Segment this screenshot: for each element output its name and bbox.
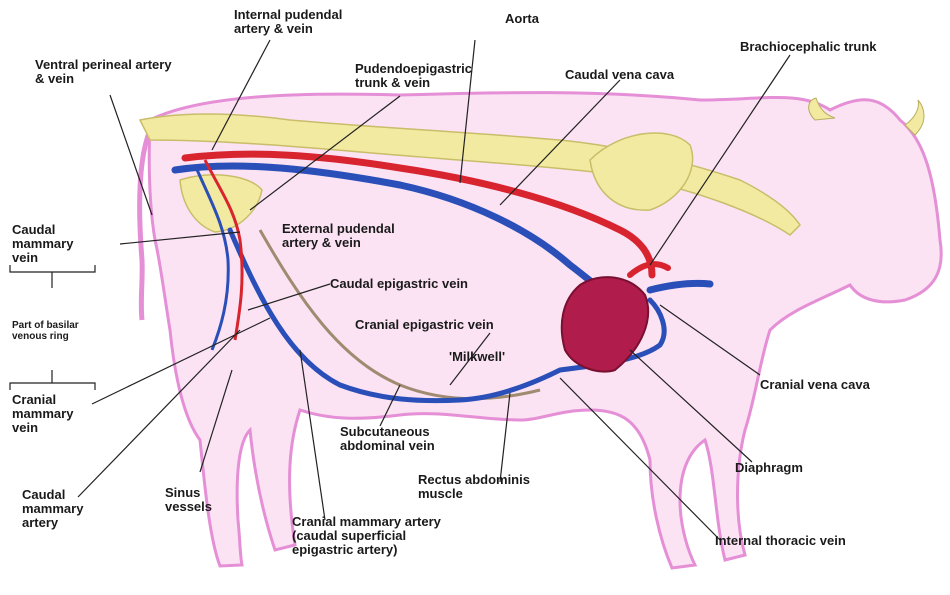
- label-subcutaneous-abdominal-vein: Subcutaneous abdominal vein: [340, 425, 435, 453]
- label-diaphragm: Diaphragm: [735, 461, 803, 475]
- label-internal-thoracic-vein: Internal thoracic vein: [715, 534, 846, 548]
- label-rectus-abdominis: Rectus abdominis muscle: [418, 473, 530, 501]
- label-cranial-mammary-artery: Cranial mammary artery (caudal superfici…: [292, 515, 441, 557]
- label-cranial-vena-cava: Cranial vena cava: [760, 378, 870, 392]
- label-milkwell: 'Milkwell': [449, 350, 505, 364]
- label-external-pudendal: External pudendal artery & vein: [282, 222, 395, 250]
- label-internal-pudendal: Internal pudendal artery & vein: [234, 8, 342, 36]
- label-caudal-mammary-vein: Caudal mammary vein: [12, 223, 73, 265]
- label-caudal-mammary-artery: Caudal mammary artery: [22, 488, 83, 530]
- label-brachiocephalic-trunk: Brachiocephalic trunk: [740, 40, 877, 54]
- label-cranial-epigastric-vein: Cranial epigastric vein: [355, 318, 494, 332]
- label-ventral-perineal: Ventral perineal artery & vein: [35, 58, 172, 86]
- label-pudendoepigastric: Pudendoepigastric trunk & vein: [355, 62, 472, 90]
- label-cranial-mammary-vein: Cranial mammary vein: [12, 393, 73, 435]
- label-caudal-epigastric-vein: Caudal epigastric vein: [330, 277, 468, 291]
- label-caudal-vena-cava: Caudal vena cava: [565, 68, 674, 82]
- label-aorta: Aorta: [505, 12, 539, 26]
- label-basilar-venous-ring: Part of basilar venous ring: [12, 320, 79, 342]
- label-sinus-vessels: Sinus vessels: [165, 486, 212, 514]
